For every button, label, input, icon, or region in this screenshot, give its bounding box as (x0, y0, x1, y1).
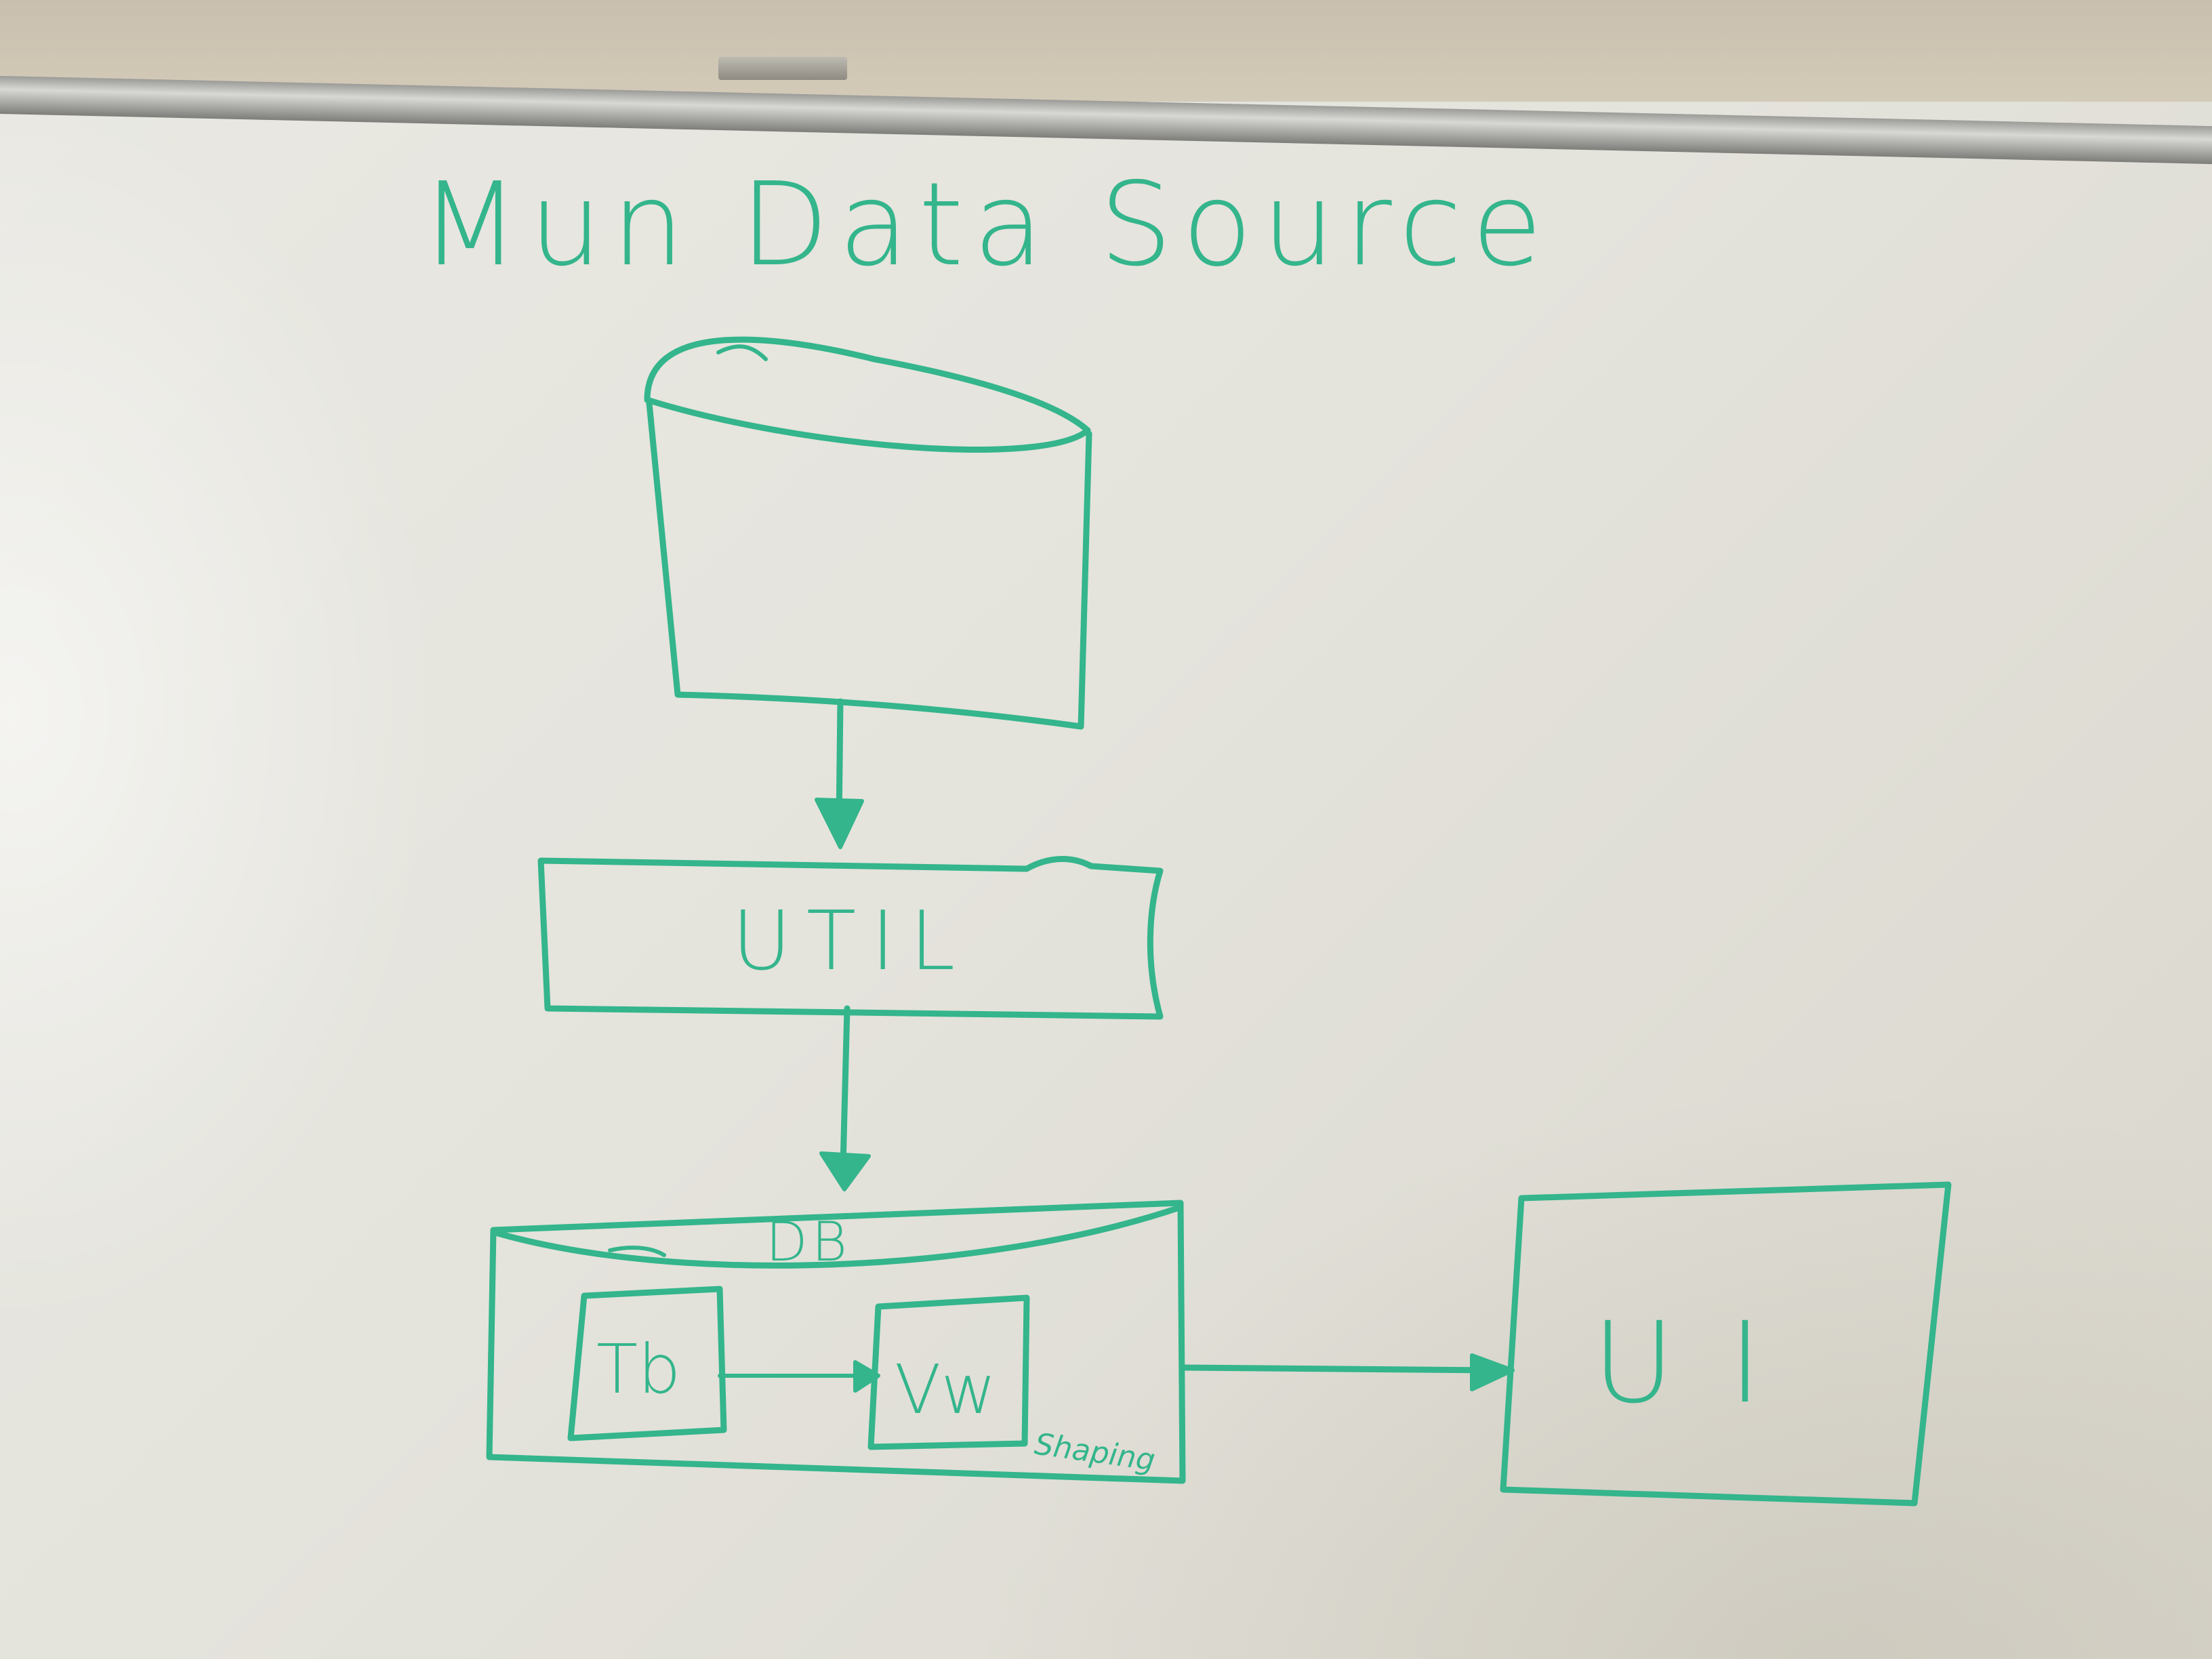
source-datastore (644, 336, 1092, 730)
arrow-source-to-util (815, 698, 864, 849)
db-annotation: Shaping (1032, 1427, 1157, 1477)
util-box (537, 855, 1164, 1020)
arrow-util-to-db (819, 1005, 871, 1191)
db-rim-mark (608, 1245, 666, 1257)
db-cylinder-rim (495, 1204, 1183, 1269)
table-label: Tb (596, 1330, 681, 1409)
db-box (486, 1200, 1186, 1484)
diagram-title: Mun Data Source (420, 158, 1552, 292)
util-label: UTIL (732, 895, 970, 989)
util-node: UTIL (537, 855, 1164, 1020)
arrow-db-to-ui (1179, 1353, 1515, 1391)
view-node: Vw (867, 1294, 1030, 1450)
table-node: Tb (567, 1286, 727, 1441)
db-label: DB (766, 1210, 851, 1273)
source-cylinder-lip (716, 344, 768, 361)
ui-label: UI (1593, 1298, 1816, 1428)
whiteboard-surface (0, 102, 2212, 1659)
source-cylinder-body (646, 400, 1092, 730)
db-node: DB Tb Vw Shaping (486, 1200, 1186, 1484)
view-label: Vw (895, 1350, 996, 1429)
ui-box (1500, 1181, 1952, 1507)
ui-node: UI (1500, 1181, 1952, 1507)
frame-clip (718, 57, 847, 80)
source-cylinder-top (644, 336, 1091, 453)
arrow-table-to-view (718, 1360, 880, 1393)
